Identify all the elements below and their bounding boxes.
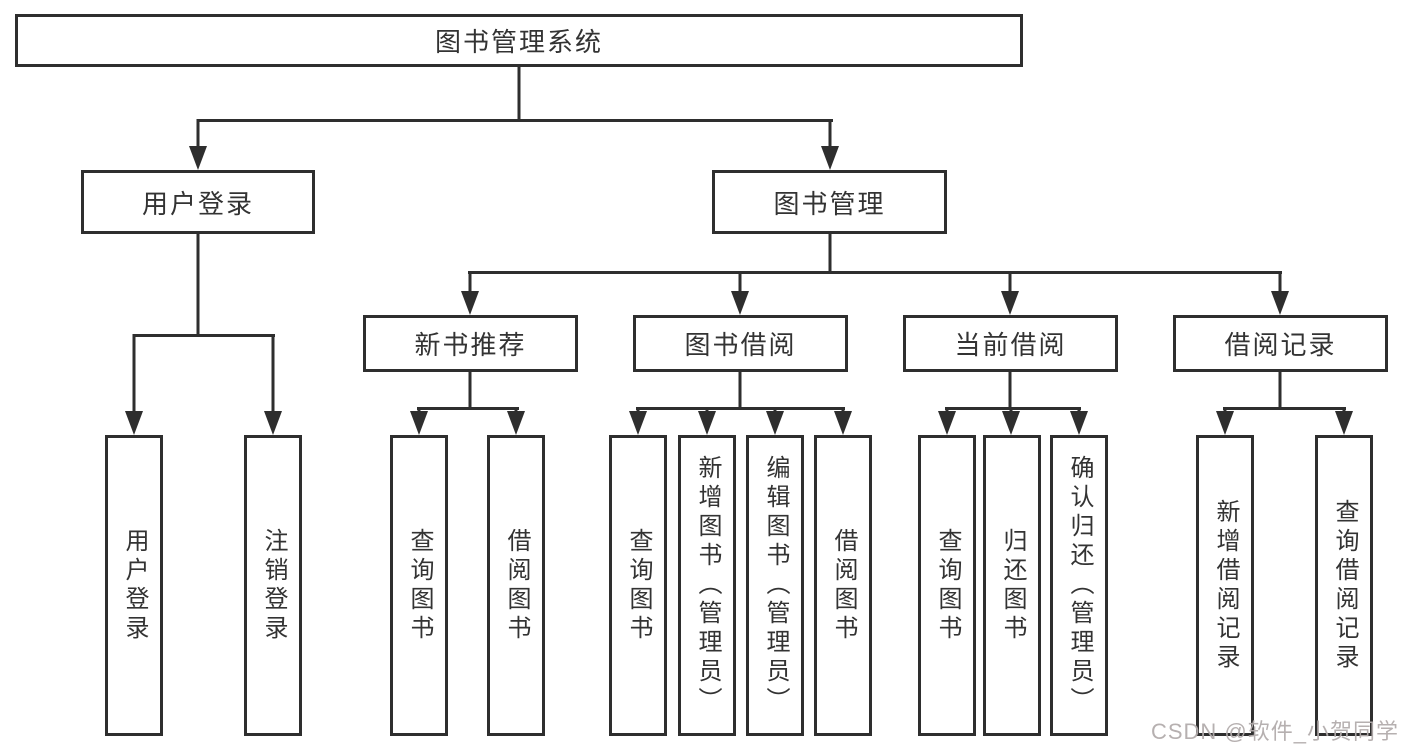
arrowhead-leaf-query-books-current	[938, 411, 956, 435]
node-leaf-add-books-admin: 新增图书（管理员）	[678, 435, 736, 736]
node-leaf-add-borrow-record: 新增借阅记录	[1196, 435, 1254, 736]
connector-book-borrow-stem-2	[705, 407, 709, 414]
connector-user-login-stem-1	[132, 334, 136, 413]
arrowhead-leaf-borrow-books	[834, 411, 852, 435]
arrowhead-leaf-confirm-return-admin	[1070, 411, 1088, 435]
connector-current-borrow-hline	[945, 407, 1081, 410]
node-leaf-logout: 注销登录	[244, 435, 302, 736]
csdn-watermark: CSDN @软件_小贺同学	[1150, 719, 1399, 744]
connector-bm-stem-new-book	[468, 271, 472, 293]
arrowhead-leaf-edit-books-admin	[766, 411, 784, 435]
node-label: 编辑图书（管理员）	[762, 455, 789, 716]
node-leaf-query-books-recommend: 查询图书	[390, 435, 448, 736]
arrowhead-new-book-recommend	[461, 291, 479, 315]
connector-current-borrow-stem-3	[1077, 407, 1081, 414]
connector-borrow-records-hline	[1223, 407, 1346, 410]
connector-user-login-stem-2	[271, 334, 275, 413]
node-leaf-borrow-books: 借阅图书	[814, 435, 872, 736]
connector-current-borrow-stem-1	[945, 407, 949, 414]
node-label: 查询图书	[406, 527, 433, 644]
connector-book-borrow-stem-3	[773, 407, 777, 414]
node-label: 用户登录	[121, 527, 148, 644]
arrowhead-current-borrow	[1001, 291, 1019, 315]
node-current-borrow: 当前借阅	[903, 315, 1118, 372]
connector-user-login-hline	[133, 334, 275, 337]
node-label: 当前借阅	[954, 330, 1067, 360]
connector-borrow-records-stem-2	[1342, 407, 1346, 414]
node-borrow-records: 借阅记录	[1173, 315, 1388, 372]
connector-bm-stem-book-borrow	[738, 271, 742, 293]
connector-book-borrow-hline	[636, 407, 845, 410]
node-book-borrow: 图书借阅	[633, 315, 848, 372]
connector-bm-stem-borrow-records	[1278, 271, 1282, 293]
connector-current-borrow-stub	[1008, 371, 1012, 409]
arrowhead-leaf-add-books-admin	[698, 411, 716, 435]
node-leaf-return-books: 归还图书	[983, 435, 1041, 736]
arrowhead-leaf-logout	[264, 411, 282, 435]
node-label: 新书推荐	[414, 330, 527, 360]
connector-root-hline	[197, 119, 833, 122]
arrowhead-borrow-records	[1271, 291, 1289, 315]
arrowhead-user-login	[189, 146, 207, 170]
node-label: 确认归还（管理员）	[1066, 455, 1093, 716]
connector-root-stub	[517, 66, 521, 120]
connector-book-management-stub	[828, 233, 832, 273]
node-label: 查询图书	[625, 527, 652, 644]
node-label: 借阅图书	[503, 527, 530, 644]
node-label: 图书借阅	[684, 330, 797, 360]
arrowhead-leaf-user-login	[125, 411, 143, 435]
arrowhead-leaf-return-books	[1002, 411, 1020, 435]
arrowhead-leaf-query-books-borrow	[629, 411, 647, 435]
node-label: 新增借阅记录	[1212, 498, 1239, 673]
connector-book-borrow-stem-1	[636, 407, 640, 414]
node-leaf-confirm-return-admin: 确认归还（管理员）	[1050, 435, 1108, 736]
node-label: 借阅记录	[1224, 330, 1337, 360]
node-label: 用户登录	[141, 188, 254, 219]
connector-root-stem-user-login	[196, 119, 200, 148]
arrowhead-book-management	[821, 146, 839, 170]
arrowhead-leaf-query-borrow-record	[1335, 411, 1353, 435]
node-leaf-query-books-current: 查询图书	[918, 435, 976, 736]
node-leaf-borrow-books-recommend: 借阅图书	[487, 435, 545, 736]
node-label: 查询借阅记录	[1331, 498, 1358, 673]
node-book-management: 图书管理	[712, 170, 947, 234]
connector-new-book-hline	[417, 407, 519, 410]
connector-book-management-hline	[468, 271, 1282, 274]
node-label: 新增图书（管理员）	[694, 455, 721, 716]
node-label: 归还图书	[999, 527, 1026, 644]
connector-user-login-stub	[196, 233, 200, 336]
node-label: 图书管理系统	[434, 27, 603, 57]
arrowhead-leaf-add-borrow-record	[1216, 411, 1234, 435]
node-library-management-system: 图书管理系统	[15, 14, 1023, 67]
node-leaf-query-books-borrow: 查询图书	[609, 435, 667, 736]
connector-book-borrow-stem-4	[841, 407, 845, 414]
node-new-book-recommend: 新书推荐	[363, 315, 578, 372]
arrowhead-leaf-borrow-books-recommend	[507, 411, 525, 435]
connector-book-borrow-stub	[738, 371, 742, 409]
arrowhead-book-borrow	[731, 291, 749, 315]
connector-bm-stem-current-borrow	[1008, 271, 1012, 293]
connector-root-stem-book-management	[828, 119, 832, 148]
arrowhead-leaf-query-books-recommend	[410, 411, 428, 435]
connector-new-book-stem-2	[514, 407, 518, 414]
node-user-login: 用户登录	[81, 170, 315, 234]
connector-new-book-stem-1	[417, 407, 421, 414]
connector-borrow-records-stub	[1278, 371, 1282, 409]
connector-borrow-records-stem-1	[1223, 407, 1227, 414]
node-label: 借阅图书	[830, 527, 857, 644]
node-leaf-edit-books-admin: 编辑图书（管理员）	[746, 435, 804, 736]
connector-new-book-stub	[468, 371, 472, 409]
node-label: 图书管理	[773, 188, 886, 219]
node-leaf-query-borrow-record: 查询借阅记录	[1315, 435, 1373, 736]
connector-current-borrow-stem-2	[1009, 407, 1013, 414]
node-label: 查询图书	[934, 527, 961, 644]
node-leaf-user-login: 用户登录	[105, 435, 163, 736]
node-label: 注销登录	[260, 527, 287, 644]
